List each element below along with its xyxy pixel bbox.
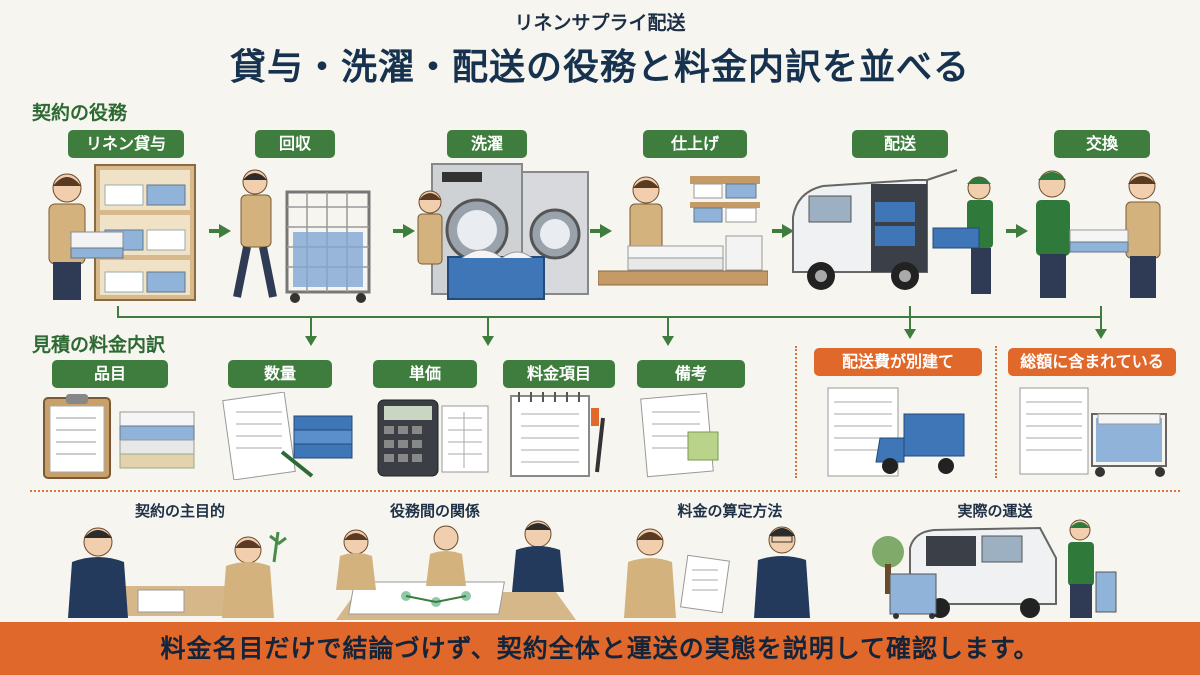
step-label-delivery: 配送 <box>852 130 948 158</box>
estimate-item-unit-price: 単価 <box>373 360 477 388</box>
washing-illustration <box>417 163 589 300</box>
step-label-exchange: 交換 <box>1054 130 1150 158</box>
delivery-illustration <box>792 169 993 294</box>
down-arrow-icon <box>904 329 916 339</box>
fee-calculation-scene-illustration <box>624 526 810 618</box>
page-title: 貸与・洗濯・配送の役務と料金内訳を並べる <box>229 47 970 88</box>
step-label-finishing: 仕上げ <box>643 130 747 158</box>
document-towels-illustration <box>222 392 353 480</box>
step-label-lending: リネン貸与 <box>68 130 184 158</box>
flow-arrow-icon <box>1006 224 1028 238</box>
connector-line <box>1100 306 1102 330</box>
section-divider <box>30 490 1180 492</box>
bottom-label-main-purpose: 契約の主目的 <box>134 502 225 520</box>
estimate-section-heading: 見積の料金内訳 <box>32 334 166 356</box>
connector-line <box>117 316 1101 318</box>
calculator-illustration <box>377 399 489 477</box>
case-divider <box>995 346 997 478</box>
flow-arrow-icon <box>393 224 415 238</box>
case-divider <box>795 346 797 478</box>
clipboard-linen-illustration <box>43 394 195 479</box>
down-arrow-icon <box>662 336 674 346</box>
lending-illustration <box>48 164 196 301</box>
estimate-item-quantity: 数量 <box>228 360 332 388</box>
service-relation-scene-illustration <box>336 520 576 620</box>
connector-line <box>310 316 312 338</box>
flow-arrow-icon <box>209 224 231 238</box>
bottom-label-fee-calculation: 料金の算定方法 <box>677 502 783 520</box>
invoice-cart-illustration <box>1019 387 1167 477</box>
connector-line <box>487 316 489 338</box>
collection-illustration <box>233 169 371 303</box>
case-label-included-in-total: 総額に含まれている <box>1008 348 1176 376</box>
case-label-separate-delivery-fee: 配送費が別建て <box>814 348 982 376</box>
bottom-label-actual-transport: 実際の運送 <box>957 502 1033 520</box>
estimate-item-category: 品目 <box>52 360 168 388</box>
connector-line <box>117 306 119 317</box>
down-arrow-icon <box>1095 329 1107 339</box>
finishing-illustration <box>598 176 768 286</box>
actual-transport-scene-illustration <box>872 519 1117 619</box>
estimate-item-notes: 備考 <box>637 360 745 388</box>
step-label-collection: 回収 <box>255 130 335 158</box>
invoice-truck-illustration <box>827 387 965 477</box>
bottom-label-service-relation: 役務間の関係 <box>389 502 480 520</box>
connector-line <box>667 316 669 338</box>
footer-message: 料金名目だけで結論づけず、契約全体と運送の実態を説明して確認します。 <box>0 622 1200 675</box>
meeting-scene-illustration <box>68 527 287 618</box>
estimate-item-fee-item: 料金項目 <box>503 360 615 388</box>
down-arrow-icon <box>305 336 317 346</box>
exchange-illustration <box>1036 170 1161 298</box>
flow-arrow-icon <box>772 224 794 238</box>
contract-section-heading: 契約の役務 <box>32 102 128 124</box>
connector-line <box>909 306 911 330</box>
flow-arrow-icon <box>590 224 612 238</box>
down-arrow-icon <box>482 336 494 346</box>
memo-notes-illustration <box>640 392 719 478</box>
step-label-washing: 洗濯 <box>447 130 527 158</box>
page-subtitle: リネンサプライ配送 <box>514 12 686 34</box>
notepad-illustration <box>510 392 605 477</box>
